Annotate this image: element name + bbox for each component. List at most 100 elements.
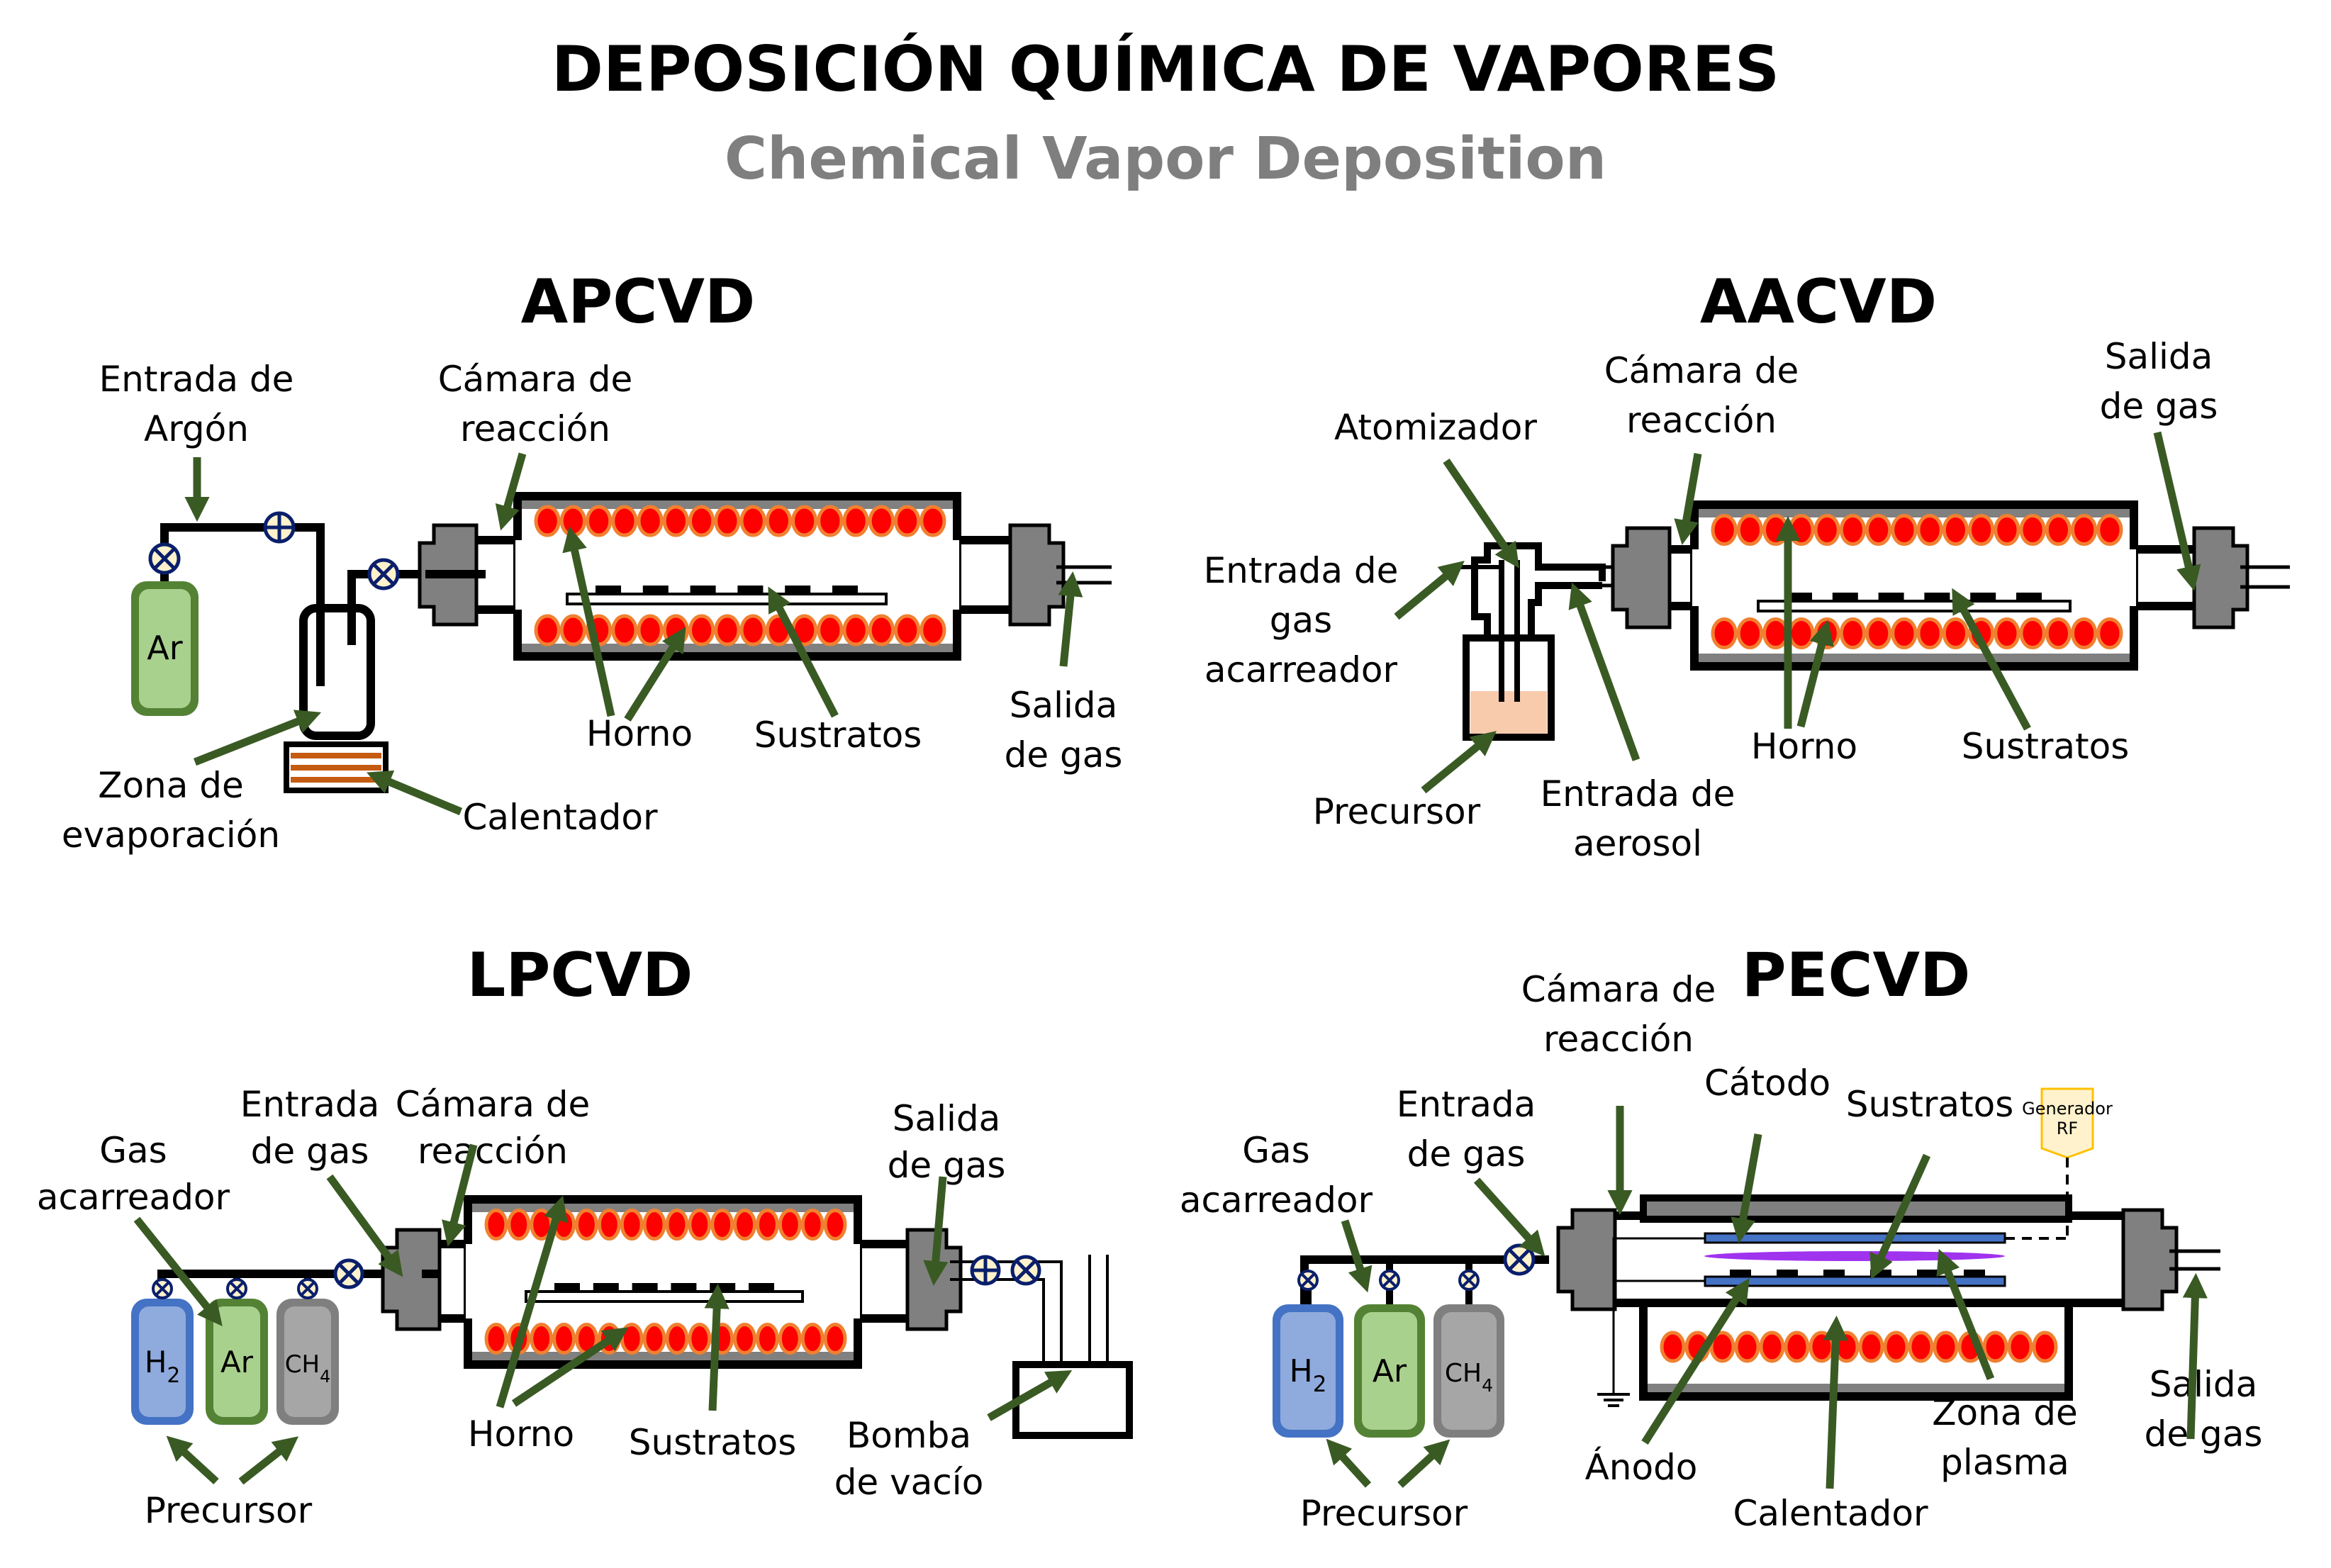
- heating-coil-icon: [552, 1323, 576, 1355]
- label-furnace: Horno: [1751, 726, 1857, 767]
- substrate: [1777, 1270, 1798, 1277]
- valve-cross: [372, 563, 395, 586]
- label-evaporation-zone-line: Zona de: [98, 765, 244, 806]
- heating-coil-icon: [2045, 514, 2072, 546]
- heating-coil-icon: [2071, 514, 2098, 546]
- gas-tank-ar: Ar: [206, 1299, 268, 1425]
- label-reaction-chamber-line: reacción: [460, 408, 610, 449]
- label-substrates: Sustratos: [629, 1422, 797, 1463]
- panel-title-apcvd: APCVD: [521, 267, 756, 337]
- valve-cross: [300, 1281, 315, 1297]
- gas-tank-ch4: CH4: [276, 1299, 339, 1425]
- label-cathode: Cátodo: [1704, 1063, 1830, 1104]
- valve-cross: [1014, 1259, 1037, 1282]
- valve-closed-icon: [1010, 1255, 1041, 1286]
- heating-coil-icon: [1734, 1331, 1760, 1363]
- heating-coil-icon: [2045, 617, 2072, 649]
- label-heater-line: Calentador: [1733, 1493, 1928, 1534]
- heating-coil-icon: [823, 1323, 847, 1355]
- label-carrier-gas-inlet-line: acarreador: [1204, 649, 1398, 690]
- substrate-tray: [525, 1290, 804, 1303]
- heating-coil-icon: [1762, 514, 1789, 546]
- heating-coil-icon: [665, 1209, 689, 1241]
- heating-coil-icon: [817, 614, 844, 646]
- heating-coil-icon: [1858, 1331, 1884, 1363]
- substrate: [642, 586, 669, 594]
- pipe: [347, 570, 425, 645]
- heating-coil-icon: [714, 614, 741, 646]
- substrate: [1970, 593, 1996, 601]
- label-carrier-gas-inlet-line: Entrada de: [1204, 550, 1399, 591]
- tank-subscript: 2: [167, 1363, 180, 1387]
- furnace-insulation: [1699, 654, 2130, 662]
- heating-coil-icon: [1809, 1331, 1835, 1363]
- substrate: [1730, 1270, 1751, 1277]
- anode: [1704, 1275, 2006, 1287]
- pointer-arrow-icon: [1326, 1438, 1372, 1488]
- heating-coil-icon: [1736, 617, 1763, 649]
- tank-body: [139, 1306, 186, 1417]
- tank-formula: Ar: [220, 1345, 254, 1379]
- heating-coil-icon: [2096, 514, 2123, 546]
- heating-coil-icon: [714, 505, 741, 537]
- flange-body: [2121, 1208, 2179, 1311]
- pointer-arrow-icon: [1869, 1153, 1931, 1279]
- furnace: [1639, 1299, 2073, 1401]
- heater-stripe: [291, 753, 381, 758]
- label-precursor-line: Precursor: [1300, 1493, 1468, 1534]
- vacuum-pump: [1012, 1361, 1133, 1439]
- substrate: [554, 1283, 580, 1292]
- pointer-arrow-icon: [1674, 453, 1702, 545]
- pointer-arrow-icon: [511, 1327, 629, 1407]
- heating-coil-icon: [2071, 617, 2098, 649]
- tank-subscript: 4: [1482, 1375, 1493, 1396]
- reaction-tube-interior: [466, 1244, 860, 1318]
- tank-label: H2: [145, 1345, 180, 1387]
- heating-coil-icon: [800, 1323, 824, 1355]
- label-reaction-chamber-line: reacción: [1626, 400, 1777, 441]
- valve-closed-icon: [1503, 1243, 1536, 1276]
- gas-tank-ar: Ar: [131, 581, 199, 716]
- heating-coil-icon: [611, 614, 638, 646]
- heating-coil-icon: [1736, 514, 1763, 546]
- substrate-tray: [1757, 600, 2072, 612]
- valve-closed-icon: [333, 1258, 364, 1289]
- valve-closed-icon: [1297, 1270, 1319, 1291]
- tank-body: [139, 589, 191, 708]
- label-gas-outlet-line: Salida: [2150, 1364, 2258, 1405]
- tank-body: [1280, 1312, 1336, 1430]
- label-carrier-gas-line: acarreador: [1180, 1180, 1373, 1221]
- heating-coil-icon: [756, 1323, 779, 1355]
- heating-coil-icon: [1933, 1331, 1959, 1363]
- flange-body: [1556, 1208, 1617, 1311]
- furnace: [1690, 500, 2138, 671]
- pointer-arrow-icon: [1443, 458, 1519, 569]
- label-gas-inlet-line: de gas: [251, 1131, 369, 1172]
- label-plasma-zone-line: plasma: [1940, 1442, 2069, 1483]
- heating-coil-icon: [642, 1209, 666, 1241]
- heating-coil-icon: [1709, 1331, 1735, 1363]
- label-reaction-chamber-line: reacción: [1543, 1019, 1694, 1060]
- heating-coil-icon: [1891, 617, 1918, 649]
- heating-coil-icon: [597, 1209, 621, 1241]
- label-rf-generator-line: Generador: [2022, 1099, 2113, 1119]
- label-reaction-chamber-line: Cámara de: [1521, 969, 1716, 1010]
- valve-cross: [1461, 1272, 1477, 1288]
- heating-coil-icon: [559, 614, 586, 646]
- heating-coil-icon: [611, 505, 638, 537]
- label-furnace: Horno: [468, 1413, 574, 1455]
- heating-coil-icon: [2019, 514, 2046, 546]
- heating-coil-icon: [778, 1209, 802, 1241]
- pointer-arrow-icon: [562, 526, 615, 717]
